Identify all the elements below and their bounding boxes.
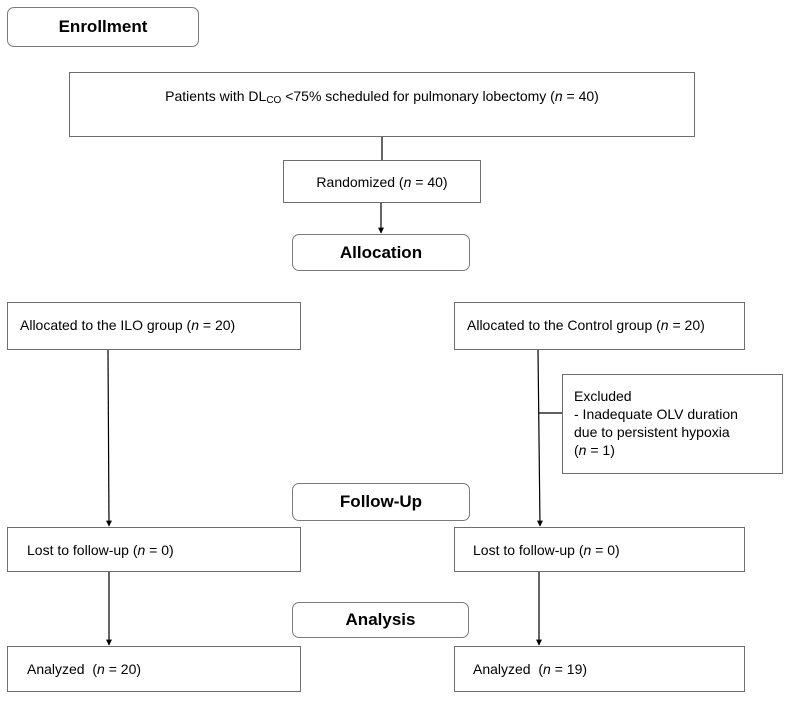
arrow-ilo-allocated-to-lost bbox=[105, 349, 112, 527]
ilo-allocated-text: Allocated to the ILO group (n = 20) bbox=[20, 316, 236, 333]
ilo-analyzed-text: Analyzed (n = 20) bbox=[27, 661, 142, 677]
stage-analysis: Analysis bbox=[292, 602, 469, 638]
control-analyzed-box: Analyzed (n = 19) bbox=[454, 646, 745, 692]
randomized-text: Randomized (n = 40) bbox=[316, 173, 448, 190]
control-allocated-text: Allocated to the Control group (n = 20) bbox=[467, 316, 705, 333]
excluded-reason-line1: - Inadequate OLV duration bbox=[574, 406, 738, 422]
arrow-control-allocated-to-lost bbox=[536, 349, 543, 527]
stage-follow-up: Follow-Up bbox=[292, 483, 470, 521]
ilo-lost-text: Lost to follow-up (n = 0) bbox=[27, 541, 174, 558]
excluded-count: (n = 1) bbox=[574, 442, 615, 458]
excluded-title: Excluded bbox=[574, 388, 632, 404]
randomized-box: Randomized (n = 40) bbox=[283, 160, 481, 203]
excluded-reason-line2: due to persistent hypoxia bbox=[574, 424, 730, 440]
control-lost-text: Lost to follow-up (n = 0) bbox=[473, 541, 620, 558]
ilo-allocated-box: Allocated to the ILO group (n = 20) bbox=[7, 302, 301, 350]
excluded-box: Excluded - Inadequate OLV duration due t… bbox=[562, 374, 783, 474]
ilo-analyzed-box: Analyzed (n = 20) bbox=[7, 646, 301, 692]
control-analyzed-text: Analyzed (n = 19) bbox=[473, 661, 588, 677]
stage-enrollment: Enrollment bbox=[7, 7, 199, 47]
ilo-lost-box: Lost to follow-up (n = 0) bbox=[7, 527, 301, 572]
control-allocated-box: Allocated to the Control group (n = 20) bbox=[454, 302, 745, 350]
eligible-text: Patients with DLCO <75% scheduled for pu… bbox=[165, 87, 599, 106]
control-lost-box: Lost to follow-up (n = 0) bbox=[454, 527, 745, 572]
stage-allocation: Allocation bbox=[292, 234, 470, 271]
eligible-box: Patients with DLCO <75% scheduled for pu… bbox=[69, 72, 695, 137]
